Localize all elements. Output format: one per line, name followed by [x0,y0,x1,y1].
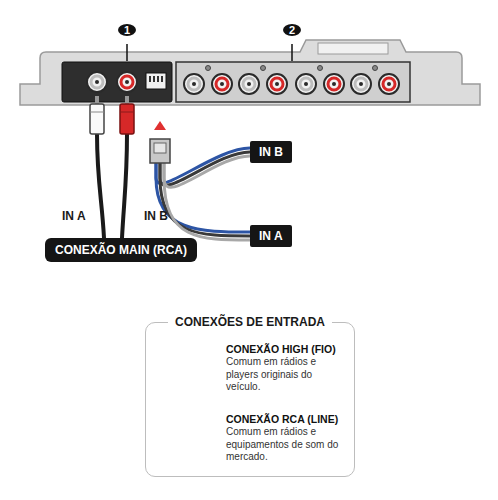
plug-pin [95,96,99,104]
rca-jack [87,72,107,92]
legend-box: CONEXÕES DE ENTRADACONEXÃO HIGH (FIO)Com… [145,322,355,477]
node-heading: 2 [289,24,295,36]
node-heading: CONEXÃO HIGH (FIO) [226,343,348,356]
rca-jack [267,74,287,94]
legend-item: CONEXÃO HIGH (FIO)Comum em rádios e play… [226,343,348,394]
socket-pin [149,76,151,82]
wire [156,163,250,232]
rca-plug-white [90,104,104,134]
rca-jack [184,74,204,94]
rca-jack [296,74,316,94]
rca-cable-white [97,134,104,238]
input-tag: IN B [250,141,292,163]
node-heading: IN A [259,229,283,243]
node-body: Comum em rádios e players originais do v… [226,356,348,394]
callout-number: 1 [118,24,136,36]
rca-cable-red [122,134,127,238]
rca-jack [351,74,371,94]
screw-hole [318,66,323,71]
rca-jack [379,74,399,94]
node-heading: CONEXÃO MAIN (RCA) [55,243,187,257]
plug-ring [90,112,104,113]
rca-jack [117,72,137,92]
wire [164,163,250,240]
rca-jack [212,74,232,94]
input-label: IN A [62,209,86,223]
connection-pill: CONEXÃO MAIN (RCA) [45,238,197,262]
socket-pins [149,76,163,82]
wire [160,163,250,236]
node-heading: 1 [124,24,130,36]
node-heading: IN B [259,145,283,159]
socket-pin [161,76,163,82]
screw-hole [206,66,211,71]
plug-pin [125,96,129,104]
socket-pin [153,76,155,82]
rca-jack [324,74,344,94]
node-heading: CONEXÕES DE ENTRADA [168,315,332,329]
callout-leader [291,44,293,61]
top-connector [318,43,388,54]
screw-hole [261,66,266,71]
node-heading: CONEXÃO RCA (LINE) [226,413,348,426]
screw-hole [373,66,378,71]
callout-leader [126,44,128,61]
callout-number: 2 [283,24,301,36]
input-panel [62,62,172,102]
harness-plug [150,139,170,163]
rca-jack [239,74,259,94]
node-body: Comum em rádios e equipamentos de som do… [226,426,348,464]
output-panel [176,62,410,102]
socket-pin [157,76,159,82]
input-label: IN B [144,209,168,223]
wire [164,156,250,187]
input-tag: IN A [250,225,292,247]
plug-ring [120,112,134,113]
rca-plug-red [120,104,134,134]
housing [20,40,480,105]
output-jacks [184,66,399,95]
harness-plug-face [154,143,166,153]
harness-socket [146,73,166,89]
insert-arrow [154,121,166,130]
legend-item: CONEXÃO RCA (LINE)Comum em rádios e equi… [226,413,348,464]
